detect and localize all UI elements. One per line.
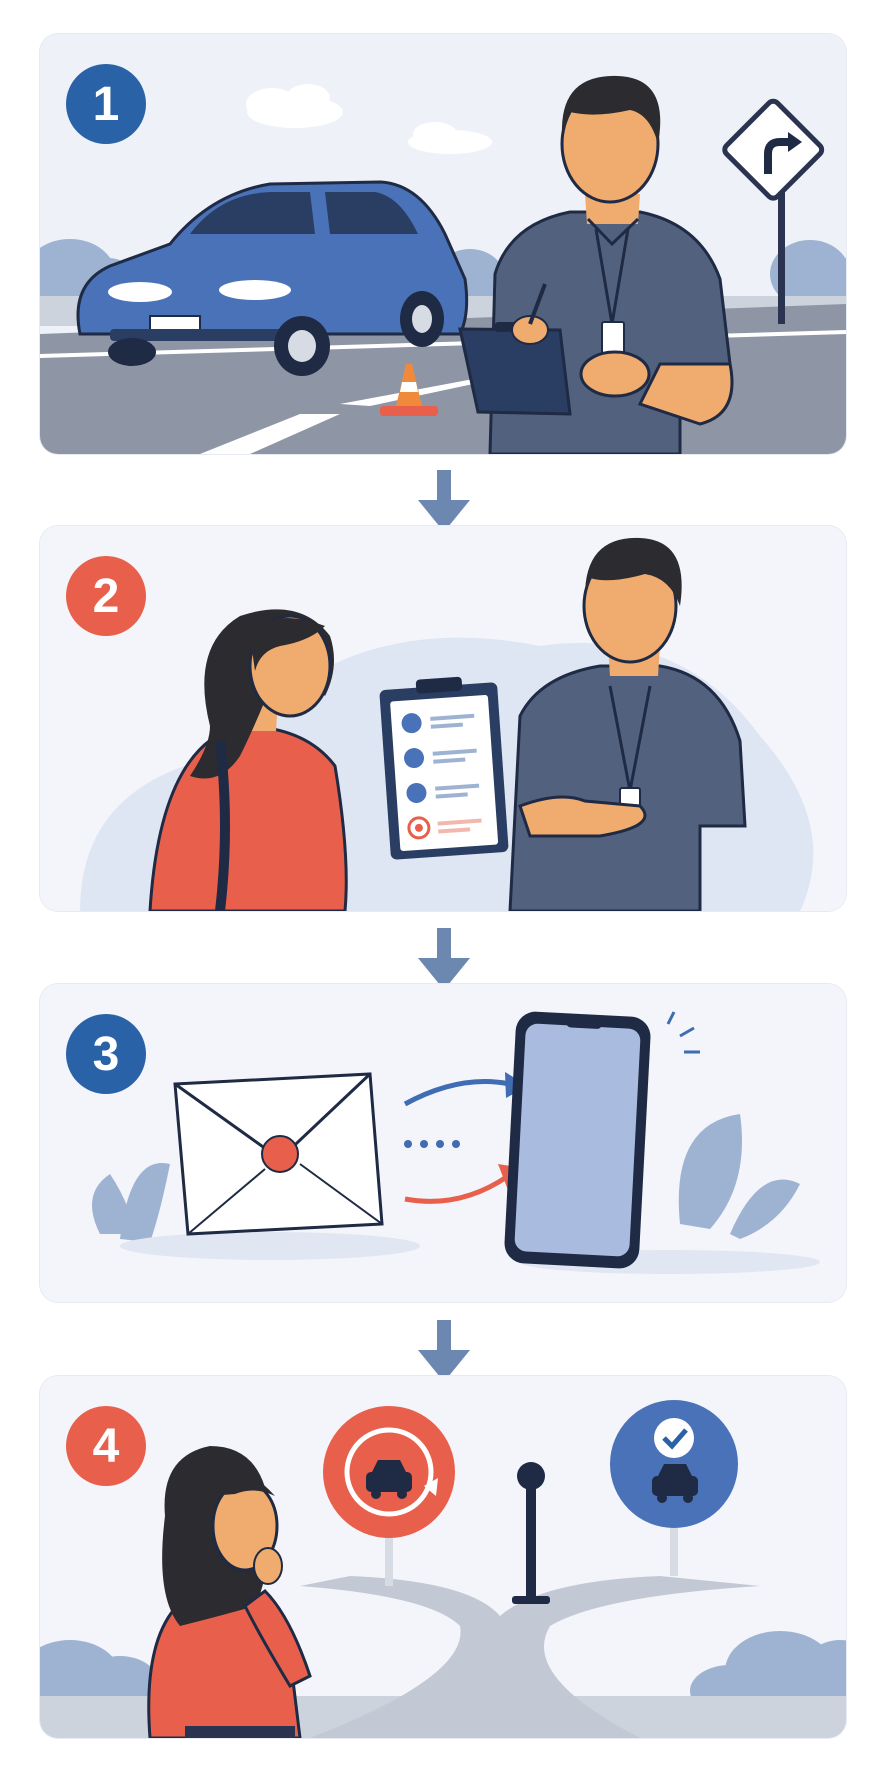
- clouds: [246, 84, 492, 154]
- step-2-panel: 2: [40, 526, 846, 911]
- signpost: [512, 1462, 550, 1604]
- thinking-woman: [147, 1446, 312, 1738]
- bushes: [92, 1114, 800, 1242]
- blue-car: [76, 180, 469, 376]
- down-arrow-icon: [418, 928, 470, 990]
- envelope-icon: [173, 1072, 384, 1236]
- notification-burst: [666, 1011, 700, 1054]
- driving-test-illustration: [40, 34, 846, 454]
- retake-test-icon: [323, 1406, 455, 1586]
- step-1-panel: 1: [40, 34, 846, 454]
- pass-test-icon: [610, 1400, 738, 1576]
- next-steps-illustration: [40, 1376, 846, 1738]
- step-3-panel: 3: [40, 984, 846, 1302]
- clipboard: [458, 322, 572, 416]
- step-number-badge: 2: [66, 556, 146, 636]
- step-4-panel: 4: [40, 1376, 846, 1738]
- smartphone-icon: [504, 1011, 651, 1269]
- review-results-illustration: [40, 526, 846, 911]
- step-number-badge: 1: [66, 64, 146, 144]
- step-number-badge: 4: [66, 1406, 146, 1486]
- down-arrow-icon: [418, 1320, 470, 1382]
- notification-illustration: [40, 984, 846, 1302]
- traffic-cone: [380, 364, 438, 416]
- woman: [148, 609, 348, 911]
- step-number-badge: 3: [66, 1014, 146, 1094]
- checklist-clipboard: [379, 676, 509, 860]
- turn-right-sign: [722, 98, 825, 324]
- down-arrow-icon: [418, 470, 470, 532]
- examiner: [458, 75, 734, 454]
- examiner: [508, 537, 747, 911]
